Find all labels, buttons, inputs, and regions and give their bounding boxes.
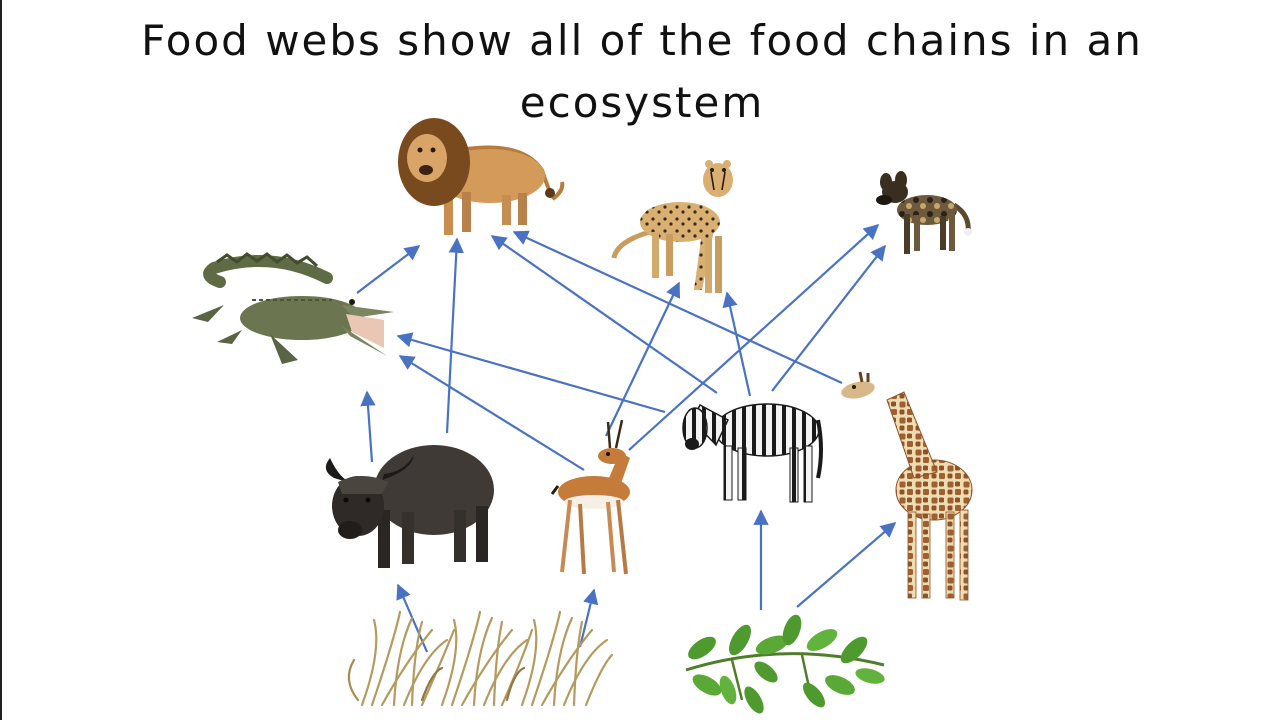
- arrow-zebra-to-wild-dog: [771, 244, 886, 392]
- arrow-crocodile-to-lion: [356, 245, 421, 294]
- arrow-zebra-to-lion: [490, 235, 718, 394]
- arrow-zebra-to-crocodile: [396, 332, 666, 414]
- lion-icon: [398, 118, 565, 235]
- arrow-zebra-to-cheetah: [722, 291, 752, 397]
- arrow-buffalo-to-crocodile: [360, 390, 376, 463]
- crocodile-icon: [192, 252, 394, 364]
- arrow-gazelle-to-wild-dog: [628, 223, 880, 451]
- arrow-gazelle-to-crocodile: [398, 355, 585, 471]
- zebra-icon: [682, 403, 823, 503]
- buffalo-icon: [325, 445, 494, 568]
- cheetah-icon: [611, 160, 733, 293]
- giraffe-icon: [841, 371, 973, 601]
- gazelle-icon: [550, 419, 630, 575]
- arrow-gazelle-to-cheetah: [605, 281, 680, 437]
- title-line-2: ecosystem: [519, 78, 765, 127]
- arrow-buffalo-to-lion: [445, 237, 464, 434]
- arrow-grass-to-gazelle: [578, 588, 599, 648]
- leaves-icon: [685, 614, 885, 714]
- wild-dog-icon: [876, 171, 972, 254]
- grass-icon: [347, 610, 614, 707]
- title-line-1: Food webs show all of the food chains in…: [141, 16, 1143, 65]
- arrow-leaves-to-giraffe: [796, 521, 897, 608]
- arrow-giraffe-to-lion: [512, 230, 843, 384]
- slide-title: Food webs show all of the food chains in…: [2, 10, 1280, 134]
